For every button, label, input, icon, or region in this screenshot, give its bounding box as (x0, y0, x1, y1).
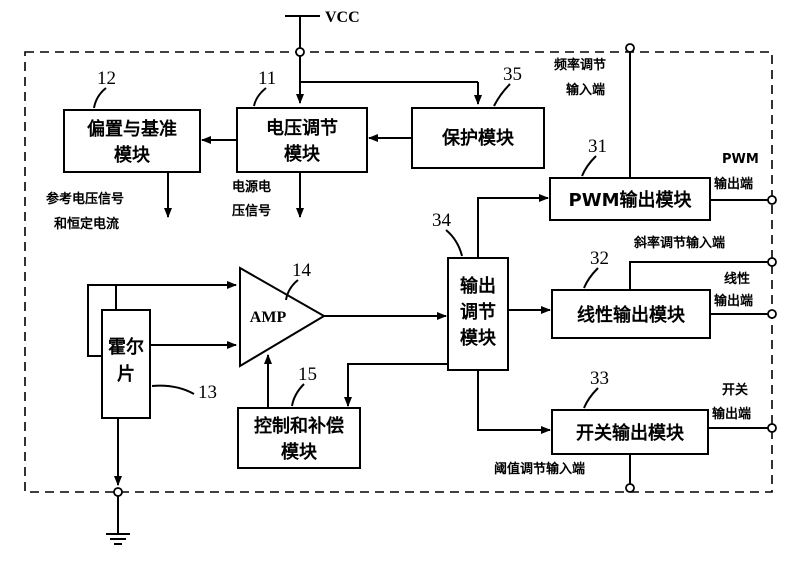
output-adjust-label-line1: 输出 (460, 275, 496, 297)
output-adjust-leader (445, 229, 463, 257)
wire-hall-loop (87, 284, 117, 357)
protection-ref-number: 35 (503, 64, 522, 85)
regulator-label-line2: 模块 (284, 143, 321, 165)
protection-label: 保护模块 (441, 127, 515, 149)
bias-ref-number: 12 (97, 68, 116, 89)
switch-output-block: 开关输出模块 (551, 409, 709, 455)
switch-output-terminal[interactable] (767, 423, 777, 433)
hall-label-line1: 霍尔 (108, 336, 144, 358)
hall-ref-number: 13 (198, 382, 217, 403)
ground-terminal[interactable] (113, 487, 123, 497)
switch-out-label-line1: 开关 (722, 382, 748, 398)
regulator-leader (253, 87, 267, 107)
output-adjust-block: 输出 调节 模块 (447, 257, 509, 371)
hall-label-line2: 片 (117, 363, 135, 385)
switch-out-label-line2: 输出端 (712, 406, 751, 422)
wire-to-switch (477, 370, 551, 434)
linear-out-label-line1: 线性 (724, 271, 750, 287)
linear-ref-number: 32 (590, 248, 609, 269)
amp-leader (285, 279, 299, 301)
linear-leader (583, 267, 599, 289)
linear-label: 线性输出模块 (577, 304, 686, 326)
freq-label-line1: 频率调节 (554, 57, 606, 73)
wire-output-adjust-to-control (344, 363, 448, 407)
supply-signal-label-line2: 压信号 (232, 203, 271, 219)
slope-adjust-terminal[interactable] (767, 257, 777, 267)
vcc-supply: VCC (285, 9, 360, 57)
voltage-regulator-block: 电压调节 模块 (236, 107, 368, 173)
ref-signal-label-line2: 和恒定电流 (54, 216, 119, 232)
bias-reference-block: 偏置与基准 模块 (63, 109, 201, 173)
output-adjust-label-line2: 调节 (460, 302, 496, 323)
vcc-label: VCC (325, 9, 360, 26)
freq-adjust-terminal[interactable] (625, 43, 635, 53)
control-label-line1: 控制和补偿 (254, 415, 344, 437)
wire-to-pwm (477, 194, 549, 258)
bias-leader (93, 87, 107, 109)
pwm-out-label-line2: 输出端 (714, 176, 753, 192)
amp-label: AMP (250, 309, 287, 326)
amp-ref-number: 14 (292, 260, 312, 281)
pwm-ref-number: 31 (588, 136, 607, 157)
pwm-leader (581, 155, 597, 177)
control-leader (291, 383, 305, 407)
chip-boundary (24, 51, 773, 493)
pwm-out-label-line1: PWM (722, 152, 759, 167)
ground (106, 487, 130, 545)
pwm-output-block: PWM输出模块 (549, 177, 711, 221)
pwm-output-terminal[interactable] (767, 195, 777, 205)
protection-block: 保护模块 (411, 107, 545, 169)
threshold-adjust-terminal[interactable] (625, 483, 635, 493)
control-compensation-block: 控制和补偿 模块 (237, 407, 361, 469)
ref-signal-label-line1: 参考电压信号 (46, 191, 124, 207)
amp-block: AMP (239, 266, 326, 368)
wire-slope-input (629, 261, 768, 290)
regulator-label-line1: 电压调节 (266, 117, 338, 139)
output-adjust-ref-number: 34 (432, 210, 452, 231)
control-ref-number: 15 (298, 364, 317, 385)
pwm-label: PWM输出模块 (569, 189, 693, 211)
protection-leader (493, 83, 511, 107)
switch-leader (583, 387, 599, 409)
regulator-ref-number: 11 (258, 68, 276, 89)
control-label-line2: 模块 (281, 441, 318, 463)
linear-output-block: 线性输出模块 (551, 289, 711, 339)
linear-output-terminal[interactable] (767, 309, 777, 319)
hall-element-block: 霍尔 片 (101, 309, 151, 419)
slope-label: 斜率调节输入端 (633, 235, 725, 251)
bias-label-line2: 模块 (114, 144, 151, 166)
bias-label-line1: 偏置与基准 (87, 118, 177, 140)
switch-label: 开关输出模块 (576, 422, 685, 444)
output-adjust-label-line3: 模块 (460, 327, 497, 349)
hall-leader (151, 384, 195, 395)
vcc-terminal[interactable] (295, 47, 305, 57)
switch-ref-number: 33 (590, 368, 609, 389)
threshold-label: 阈值调节输入端 (494, 461, 585, 477)
freq-label-line2: 输入端 (566, 82, 605, 98)
supply-signal-label-line1: 电源电 (232, 179, 271, 195)
linear-out-label-line2: 输出端 (714, 293, 753, 309)
